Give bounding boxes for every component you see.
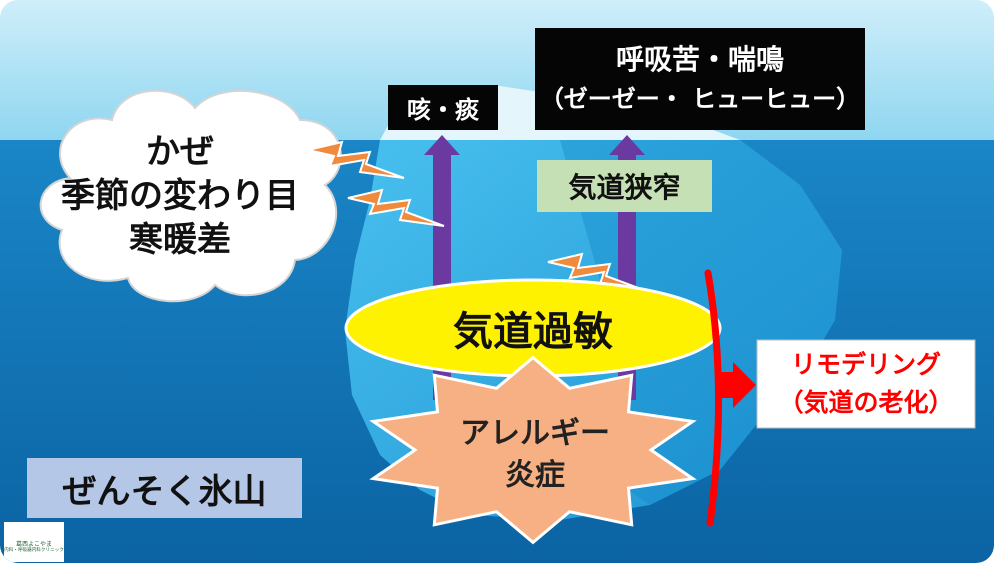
dyspnea-line2: （ゼーゼー・ ヒューヒュー） — [539, 85, 861, 113]
inflammation-star — [369, 355, 697, 545]
remodeling-box — [756, 339, 976, 429]
triggers-text: かぜ 季節の変わり目 寒暖差 — [55, 130, 305, 262]
logo-name: 葛西よこやま — [15, 541, 52, 548]
remodeling-arrow — [718, 362, 756, 408]
dyspnea-line1: 呼吸苦・喘鳴 — [615, 43, 784, 76]
clinic-logo: 葛西よこやま 内科・呼吸器内科クリニック — [4, 522, 64, 562]
narrowing-box — [537, 160, 712, 212]
cloud-shape — [39, 89, 342, 303]
remodeling-line1: リモデリング — [790, 350, 941, 379]
arrow-to-dyspnea-head — [609, 135, 645, 155]
lightning-bolt-1 — [307, 140, 405, 179]
dyspnea-wheeze-label: 呼吸苦・喘鳴 （ゼーゼー・ ヒューヒュー） — [535, 28, 865, 130]
lightning-bolt-2 — [347, 188, 445, 227]
allergic-inflammation-label: アレルギー 炎症 — [430, 405, 640, 505]
inflammation-line2: 炎症 — [505, 458, 565, 493]
inflammation-line1: アレルギー — [460, 416, 610, 451]
trigger-cold: かぜ — [146, 132, 214, 172]
remodeling-label: リモデリング （気道の老化） — [757, 340, 975, 428]
diagram-title: ぜんそく氷山 — [62, 471, 267, 512]
airway-hyperreactivity-label: 気道過敏 — [453, 309, 613, 355]
logo-subtitle: 内科・呼吸器内科クリニック — [4, 548, 64, 553]
title-box — [27, 458, 302, 518]
remodeling-line2: （気道の老化） — [778, 388, 954, 417]
cough-phlegm-label: 咳・痰 — [388, 85, 498, 130]
trigger-season-change: 季節の変わり目 — [61, 176, 299, 216]
airway-narrowing-label: 気道狭窄 — [568, 171, 681, 204]
trigger-temperature-gap: 寒暖差 — [129, 220, 231, 260]
arrow-to-cough-head — [424, 135, 460, 155]
